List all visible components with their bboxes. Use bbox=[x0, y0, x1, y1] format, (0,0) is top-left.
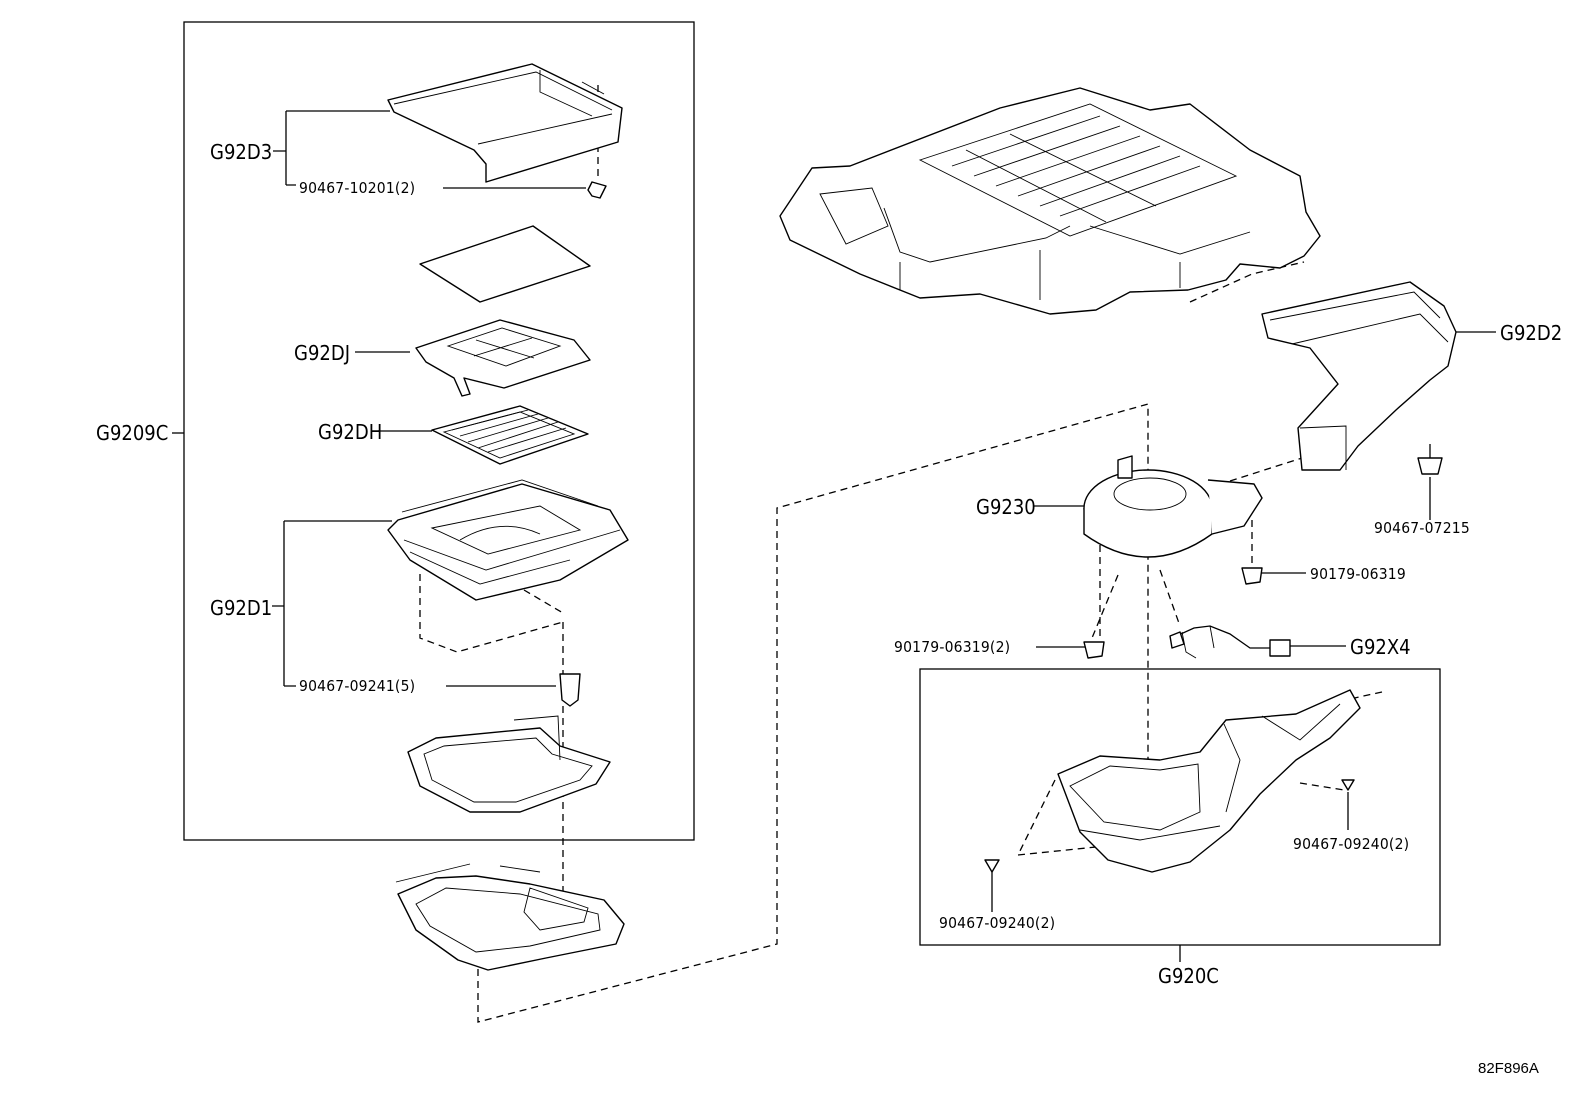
label-g9230: G9230 bbox=[976, 495, 1036, 519]
label-g9209c: G9209C bbox=[96, 421, 169, 445]
filter-sheet-drawing bbox=[419, 225, 591, 303]
figure-reference: 82F896A bbox=[1478, 1060, 1539, 1077]
g9209c-group-frame bbox=[183, 21, 695, 841]
upper-cover-drawing bbox=[387, 63, 623, 183]
label-g92d1: G92D1 bbox=[210, 596, 273, 620]
blower-drawing bbox=[1083, 455, 1263, 558]
label-90467-09240-right: 90467-09240(2) bbox=[1293, 835, 1410, 853]
floor-panel-drawing bbox=[395, 863, 625, 971]
label-g92d3: G92D3 bbox=[210, 140, 273, 164]
label-g920c: G920C bbox=[1158, 964, 1219, 988]
duct-drawing bbox=[1261, 281, 1457, 471]
filter-frame-drawing bbox=[415, 319, 591, 397]
filter-case-drawing bbox=[387, 479, 629, 601]
label-90467-09240-left: 90467-09240(2) bbox=[939, 914, 1056, 932]
filter-element-drawing bbox=[431, 405, 589, 465]
battery-pack-drawing bbox=[779, 87, 1321, 315]
gasket-drawing bbox=[407, 715, 611, 813]
label-g92dh: G92DH bbox=[318, 420, 383, 444]
lower-cover-drawing bbox=[1057, 689, 1361, 873]
label-90467-09241: 90467-09241(5) bbox=[299, 677, 416, 695]
label-90467-07215: 90467-07215 bbox=[1374, 519, 1470, 537]
label-90179-06319: 90179-06319 bbox=[1310, 565, 1406, 583]
label-g92x4: G92X4 bbox=[1350, 635, 1411, 659]
wire-harness-drawing bbox=[1169, 625, 1291, 659]
label-90467-10201: 90467-10201(2) bbox=[299, 179, 416, 197]
label-90179-06319-2: 90179-06319(2) bbox=[894, 638, 1011, 656]
label-g92d2: G92D2 bbox=[1500, 321, 1563, 345]
label-g92dj: G92DJ bbox=[294, 341, 350, 365]
